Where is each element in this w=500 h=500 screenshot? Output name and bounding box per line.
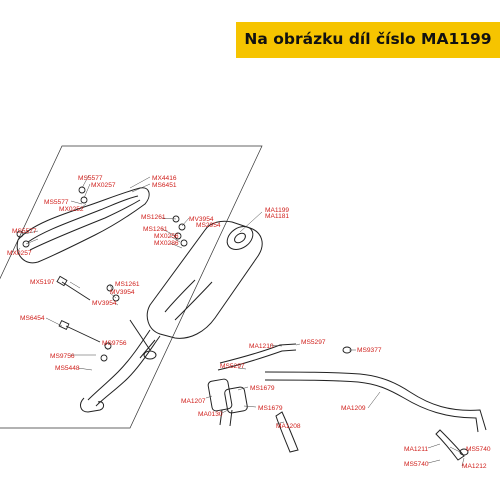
part-label: MX0256 bbox=[154, 233, 179, 240]
part-label: MA1210 bbox=[249, 343, 274, 350]
secondary-air-system bbox=[207, 343, 487, 461]
part-label: MS5297 bbox=[220, 363, 245, 370]
part-label: MA1199 bbox=[265, 207, 289, 214]
part-label: MS5740 bbox=[404, 461, 429, 468]
part-label: MS6454 bbox=[20, 315, 45, 322]
part-label: MS2954 bbox=[196, 222, 221, 229]
part-label: MA1208 bbox=[276, 423, 301, 430]
part-label: MA1207 bbox=[181, 398, 206, 405]
leader-lines bbox=[16, 174, 263, 371]
part-label: MS9756 bbox=[102, 340, 127, 347]
part-label: MX0257 bbox=[91, 182, 116, 189]
part-label: MV3954 bbox=[189, 216, 214, 223]
part-label: MA1209 bbox=[341, 405, 366, 412]
muffler bbox=[146, 220, 263, 339]
part-label: MS5740 bbox=[466, 446, 491, 453]
part-label: MA0130 bbox=[198, 411, 223, 418]
part-label: MS1679 bbox=[250, 385, 275, 392]
part-label: MA1181 bbox=[265, 213, 289, 220]
part-label: MA1212 bbox=[462, 463, 487, 470]
part-label: MV3954 bbox=[92, 300, 117, 307]
part-label: MS1261 bbox=[143, 226, 168, 233]
exhaust-pipe bbox=[80, 319, 161, 413]
part-label: MV3954 bbox=[110, 289, 135, 296]
part-label: MS5577 bbox=[44, 199, 69, 206]
part-number-banner: Na obrázku díl číslo MA1199 bbox=[236, 22, 500, 58]
part-label: MX0252 bbox=[59, 206, 84, 213]
heat-shield bbox=[16, 187, 150, 264]
diagram-frame bbox=[0, 145, 263, 429]
part-label: MS5448 bbox=[55, 365, 80, 372]
part-label: MS5577 bbox=[78, 175, 103, 182]
part-label: MS6451 bbox=[152, 182, 177, 189]
part-labels: MS5577 MX0257 MS5577 MX0252 MX4416 MS645… bbox=[7, 175, 491, 470]
part-label: MX0257 bbox=[7, 250, 32, 257]
banner-title: Na obrázku díl číslo MA1199 bbox=[244, 30, 492, 48]
part-label: MS9377 bbox=[357, 347, 382, 354]
part-label: MS5297 bbox=[301, 339, 326, 346]
part-label: MX5197 bbox=[30, 279, 55, 286]
part-label: MX4416 bbox=[152, 175, 177, 182]
part-label: MS5577 bbox=[12, 228, 37, 235]
fasteners bbox=[16, 186, 188, 362]
part-label: MS1679 bbox=[258, 405, 283, 412]
part-label: MX0286 bbox=[154, 240, 179, 247]
part-label: MA1211 bbox=[404, 446, 428, 453]
part-label: MS1261 bbox=[115, 281, 140, 288]
part-label: MS9756 bbox=[50, 353, 75, 360]
part-label: MS1261 bbox=[141, 214, 166, 221]
leader-lines-lower bbox=[205, 343, 465, 467]
